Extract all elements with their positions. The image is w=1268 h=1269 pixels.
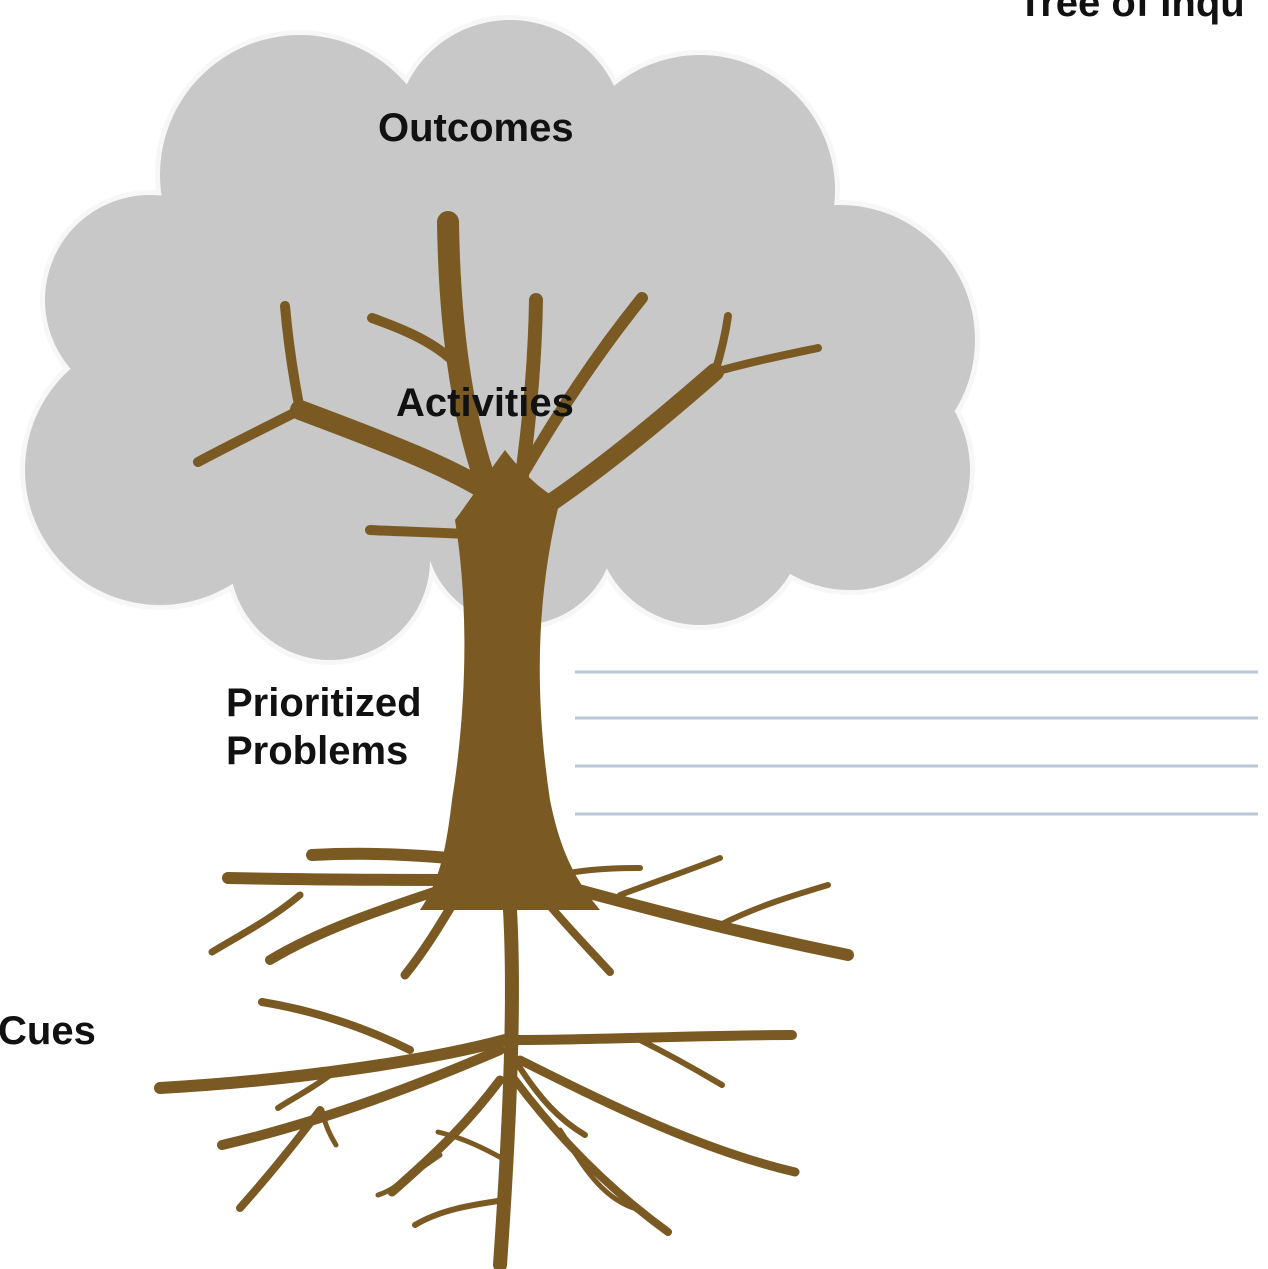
root [493,903,519,1269]
branch [711,344,822,376]
root [515,1055,800,1177]
branch [711,312,732,376]
tree [154,211,854,1269]
problems-line-1: Prioritized [226,681,422,725]
title-fragment: Tree of Inqu [1018,0,1245,25]
root [217,1045,505,1150]
branch [519,292,648,476]
root [541,896,614,976]
root [275,1072,333,1111]
activities-label: Activities [396,381,574,425]
root [208,891,304,956]
branch [193,405,305,467]
root [412,1197,508,1228]
root [306,847,476,866]
root [617,855,723,898]
root [717,882,831,928]
root [435,1129,508,1163]
prioritized-problems-label: Prioritized Problems [226,680,422,774]
root [154,1034,511,1094]
branch [365,525,485,540]
tree-trunk [420,450,600,910]
root [265,885,445,965]
outcomes-label: Outcomes [378,106,574,150]
root [375,1152,443,1198]
problems-line-2: Problems [226,729,409,773]
root [236,1106,324,1212]
root [258,998,414,1054]
branch [367,313,457,365]
root [400,895,460,980]
root [637,1037,725,1088]
root [511,1076,672,1236]
root [534,874,854,961]
root [557,865,643,878]
branch [280,301,305,415]
writing-lines [575,670,1258,816]
root [222,872,466,886]
cues-label: Cues [0,1009,96,1053]
branch [290,400,510,510]
root [319,1107,339,1148]
branch [531,363,724,519]
root [510,1030,797,1045]
root [512,1057,588,1138]
root [557,1127,643,1213]
